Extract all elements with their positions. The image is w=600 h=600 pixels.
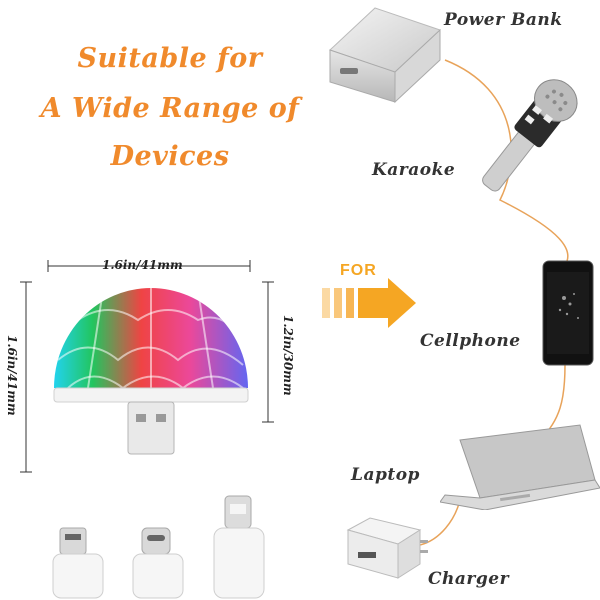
lightning-adapter-image — [213, 495, 265, 599]
usb-c-adapter-image — [132, 527, 184, 599]
headline-line-2: A Wide Range of — [40, 93, 300, 124]
dimension-lines — [20, 260, 274, 473]
disco-ball-light-image — [53, 288, 249, 455]
orange-arrow-icon — [322, 278, 416, 328]
right-height-dimension-label: 1.2in/30mm — [281, 315, 295, 396]
left-height-dimension-label: 1.6in/41mm — [5, 335, 19, 416]
karaoke-label: Karaoke — [372, 160, 456, 180]
charger-label: Charger — [428, 569, 510, 589]
width-dimension-label: 1.6in/41mm — [102, 258, 183, 272]
cellphone-image — [542, 260, 594, 366]
headline-line-1: Suitable for — [77, 43, 263, 74]
power-bank-label: Power Bank — [444, 10, 563, 30]
karaoke-microphone-image — [482, 79, 578, 192]
headline-line-3: Devices — [110, 141, 230, 172]
charger-image — [346, 517, 428, 579]
for-label: FOR — [340, 262, 377, 279]
power-bank-image — [329, 7, 441, 104]
cellphone-label: Cellphone — [420, 331, 521, 351]
micro-usb-adapter-image — [52, 527, 104, 599]
laptop-label: Laptop — [351, 465, 420, 485]
laptop-image — [440, 424, 600, 510]
